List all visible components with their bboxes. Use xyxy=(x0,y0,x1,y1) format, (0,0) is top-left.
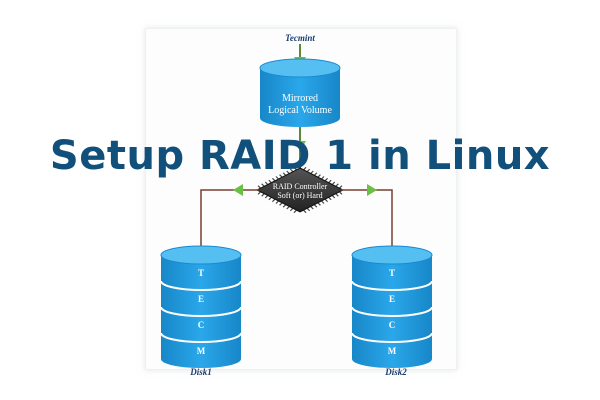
disk-segment-letter: E xyxy=(198,294,204,304)
disk-segment-divider xyxy=(351,280,433,291)
mirrored-volume-cylinder: Mirrored Logical Volume xyxy=(259,58,341,127)
disk-segment-letter: C xyxy=(389,320,396,330)
raid-controller-chip: RAID Controller Soft (or) Hard xyxy=(255,166,345,214)
disk-segment-letter: E xyxy=(389,294,395,304)
disk-segment-divider xyxy=(351,332,433,343)
volume-label-line1: Mirrored xyxy=(282,93,318,104)
wire-to-disk1 xyxy=(200,184,259,250)
disk1-cylinder: T E C M xyxy=(160,245,242,368)
disk-segment-letter: M xyxy=(388,346,397,356)
volume-to-controller-connector xyxy=(294,127,306,172)
source-label: Tecmint xyxy=(285,33,315,43)
disk-segment-letter: M xyxy=(197,346,206,356)
disk-segment-divider xyxy=(160,306,242,317)
disk-segment-letter: T xyxy=(389,268,395,278)
disk1-label: Disk1 xyxy=(189,367,212,377)
disk-segment-letter: C xyxy=(198,320,205,330)
disk2-label: Disk2 xyxy=(384,367,407,377)
disk-segment-divider xyxy=(351,306,433,317)
disk2-cylinder: T E C M xyxy=(351,245,433,368)
page-title: Setup RAID 1 in Linux xyxy=(49,133,551,179)
disk-segment-divider xyxy=(160,332,242,343)
controller-label-line1: RAID Controller xyxy=(273,182,328,191)
wire-to-disk2 xyxy=(341,184,393,250)
disk-segment-divider xyxy=(160,280,242,291)
disk-segment-letter: T xyxy=(198,268,204,278)
controller-label-line2: Soft (or) Hard xyxy=(277,191,322,200)
volume-label-line2: Logical Volume xyxy=(268,105,332,116)
